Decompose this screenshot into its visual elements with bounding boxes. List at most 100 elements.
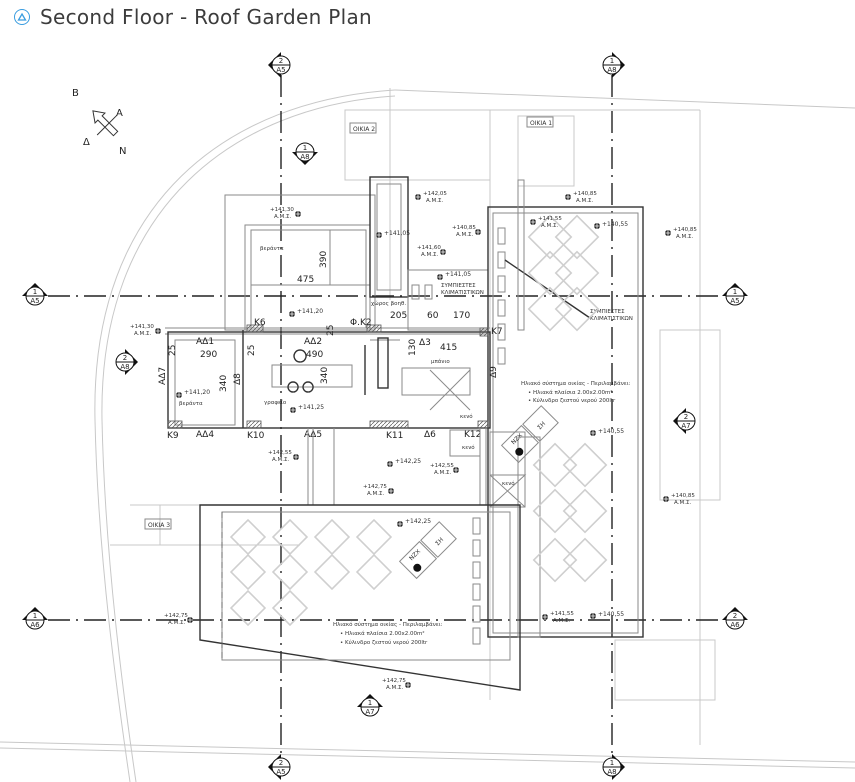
svg-text:+141,20: +141,20	[184, 389, 210, 396]
svg-text:1: 1	[733, 288, 737, 296]
elevation-mark: +140,85Α.Μ.Σ.	[662, 493, 695, 506]
svg-text:+140,85: +140,85	[452, 225, 476, 231]
solar-note-lower-title: Ηλιακό σύστημα οικίας - Περιλαμβάνει:	[333, 621, 443, 628]
elevation-mark: +142,55Α.Μ.Σ.	[430, 463, 460, 476]
svg-text:Α.Μ.Σ.: Α.Μ.Σ.	[553, 618, 570, 624]
compass-n-label: N	[119, 146, 126, 157]
ac-label-1: ΣΥΜΠΙΕΣΤΕΣ	[441, 283, 476, 289]
svg-text:+142,25: +142,25	[395, 458, 421, 465]
svg-text:Α.Μ.Σ.: Α.Μ.Σ.	[274, 214, 291, 220]
svg-text:1: 1	[33, 288, 37, 296]
svg-text:2: 2	[684, 413, 688, 421]
triangle-circle-icon	[14, 9, 30, 25]
elevation-mark: +142,05Α.Μ.Σ.	[414, 191, 447, 204]
svg-text:+140,55: +140,55	[598, 428, 624, 435]
svg-text:+141,05: +141,05	[445, 271, 471, 278]
svg-text:+141,30: +141,30	[270, 207, 294, 213]
svg-text:2: 2	[279, 57, 283, 65]
svg-text:+141,55: +141,55	[550, 611, 574, 617]
section-marker: 1A8	[602, 754, 625, 780]
section-marker: 2A6	[722, 607, 748, 630]
svg-text:Α.Μ.Σ.: Α.Μ.Σ.	[674, 500, 691, 506]
solar-note-lower-item-1: • Ηλιακά πλαίσια 2.00x2.00m²	[340, 630, 425, 637]
svg-text:Α.Μ.Σ.: Α.Μ.Σ.	[168, 620, 185, 626]
elevation-mark: +141,55Α.Μ.Σ.	[529, 216, 562, 229]
elevation-mark: +141,25	[289, 404, 324, 414]
tank-label: ΣΗ	[434, 536, 445, 547]
ac-units-lower	[472, 517, 481, 645]
svg-text:Α.Μ.Σ.: Α.Μ.Σ.	[386, 685, 403, 691]
svg-text:1: 1	[33, 612, 37, 620]
svg-text:+140,55: +140,55	[598, 611, 624, 618]
svg-text:+142,55: +142,55	[430, 463, 454, 469]
solar-boiler-lower: ΝΖΧ ΣΗ	[398, 521, 457, 580]
svg-text:Α.Μ.Σ.: Α.Μ.Σ.	[134, 331, 151, 337]
tank-label: ΣΗ	[536, 420, 547, 431]
svg-text:1: 1	[303, 144, 307, 152]
opening-d3: Δ3	[419, 338, 431, 348]
svg-text:+141,05: +141,05	[384, 230, 410, 237]
compass-a-label: A	[116, 108, 123, 119]
svg-text:A8: A8	[120, 363, 129, 371]
svg-text:+141,55: +141,55	[538, 216, 562, 222]
solar-note-right-title: Ηλιακό σύστημα οικίας - Περιλαμβάνει:	[521, 380, 631, 387]
dim-415: 415	[440, 343, 457, 353]
dim-130: 130	[408, 339, 418, 356]
svg-text:Α.Μ.Σ.: Α.Μ.Σ.	[676, 234, 693, 240]
section-marker: 1A5	[22, 283, 48, 306]
compass-b-label: B	[72, 88, 79, 99]
dim-25-left: 25	[168, 345, 178, 356]
svg-text:+141,60: +141,60	[417, 245, 441, 251]
elevation-mark: +142,55Α.Μ.Σ.	[268, 450, 300, 463]
house-tag-2: ΟΙΚΙΑ 2	[349, 122, 377, 134]
svg-text:1: 1	[610, 759, 614, 767]
svg-text:Α.Μ.Σ.: Α.Μ.Σ.	[576, 198, 593, 204]
svg-text:A5: A5	[30, 297, 39, 305]
svg-text:+140,85: +140,85	[671, 493, 695, 499]
solar-boiler-right: ΝΖΧ ΣΗ	[500, 405, 559, 464]
dim-25-mid: 25	[247, 345, 257, 356]
section-marker: 1A6	[22, 607, 48, 630]
column-k10: K10	[247, 431, 265, 441]
svg-text:+140,85: +140,85	[573, 191, 597, 197]
svg-text:+142,75: +142,75	[363, 484, 387, 490]
svg-text:+141,20: +141,20	[297, 308, 323, 315]
house-tag-3: ΟΙΚΙΑ 3	[144, 518, 172, 530]
opening-d9: Δ9	[489, 366, 499, 378]
room-pergola-left: βεράντα	[179, 400, 203, 407]
section-marker: 1A8	[292, 142, 318, 165]
dim-205: 205	[390, 311, 407, 321]
elevation-mark: +141,20	[288, 308, 323, 318]
svg-text:2: 2	[279, 759, 283, 767]
dim-340-right: 340	[320, 367, 330, 384]
solar-note-right-item-1: • Ηλιακά πλαίσια 2.00x2.00m²	[528, 389, 613, 396]
svg-text:ΟΙΚΙΑ 2: ΟΙΚΙΑ 2	[353, 126, 375, 133]
elevation-mark: +140,85Α.Μ.Σ.	[564, 191, 597, 204]
svg-text:+142,55: +142,55	[268, 450, 292, 456]
svg-text:+142,75: +142,75	[382, 678, 406, 684]
ac-label-4: ΚΛΙΜΑΤΙΣΤΙΚΩΝ	[590, 316, 633, 322]
ac-units	[411, 227, 506, 365]
roof-lower	[199, 504, 521, 691]
dim-170: 170	[453, 311, 470, 321]
svg-text:1: 1	[368, 699, 372, 707]
room-living: γραφείο	[264, 399, 287, 406]
svg-text:+141,25: +141,25	[298, 404, 324, 411]
dim-60: 60	[427, 311, 439, 321]
dim-25-top: 25	[326, 325, 336, 336]
opening-ad2: ΑΔ2	[304, 337, 322, 347]
elevation-mark: +141,30Α.Μ.Σ.	[270, 207, 302, 220]
elevation-mark: +140,85Α.Μ.Σ.	[664, 227, 697, 240]
svg-text:A5: A5	[730, 297, 739, 305]
elevation-mark: +142,25	[386, 458, 421, 468]
column-k11: K11	[386, 431, 403, 441]
room-pergola-top: βεράντα	[260, 245, 284, 252]
svg-text:+142,05: +142,05	[423, 191, 447, 197]
solar-panels-right-lower	[532, 442, 608, 583]
column-fk2: Φ.Κ2	[350, 318, 372, 328]
svg-text:Α.Μ.Σ.: Α.Μ.Σ.	[426, 198, 443, 204]
column-k7: K7	[491, 327, 503, 337]
section-markers: 2A5 1A8 1A8 1A5 1A5 2A8 2A7 1A6 2A6 1A7 …	[22, 52, 748, 780]
svg-text:2: 2	[733, 612, 737, 620]
